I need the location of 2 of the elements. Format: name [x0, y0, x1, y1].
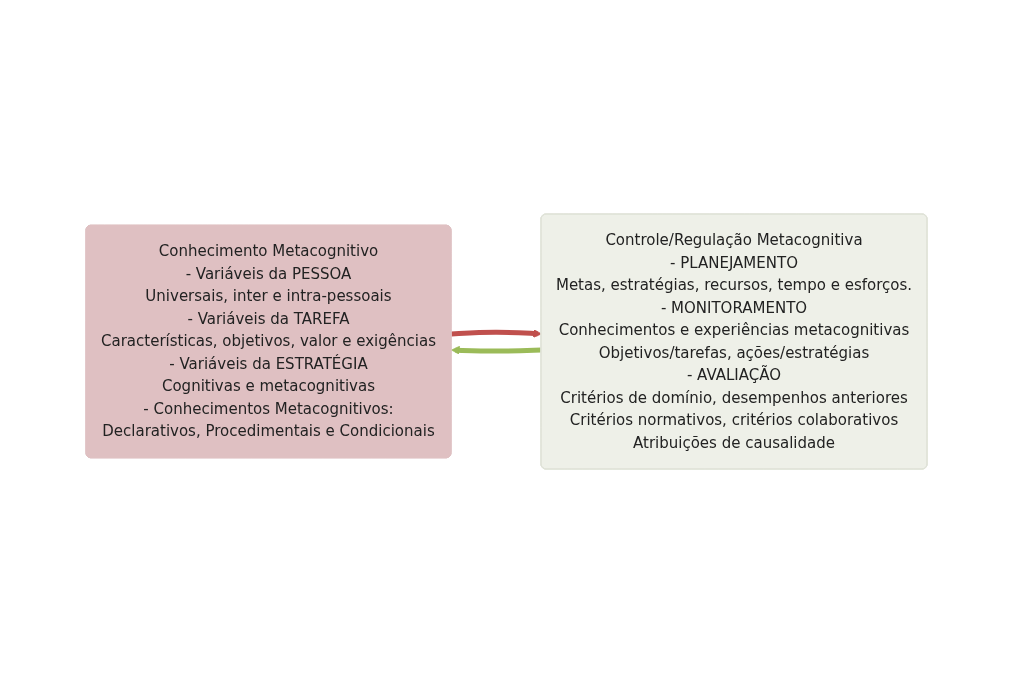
arrow	[451, 328, 543, 338]
arrow	[451, 345, 542, 355]
